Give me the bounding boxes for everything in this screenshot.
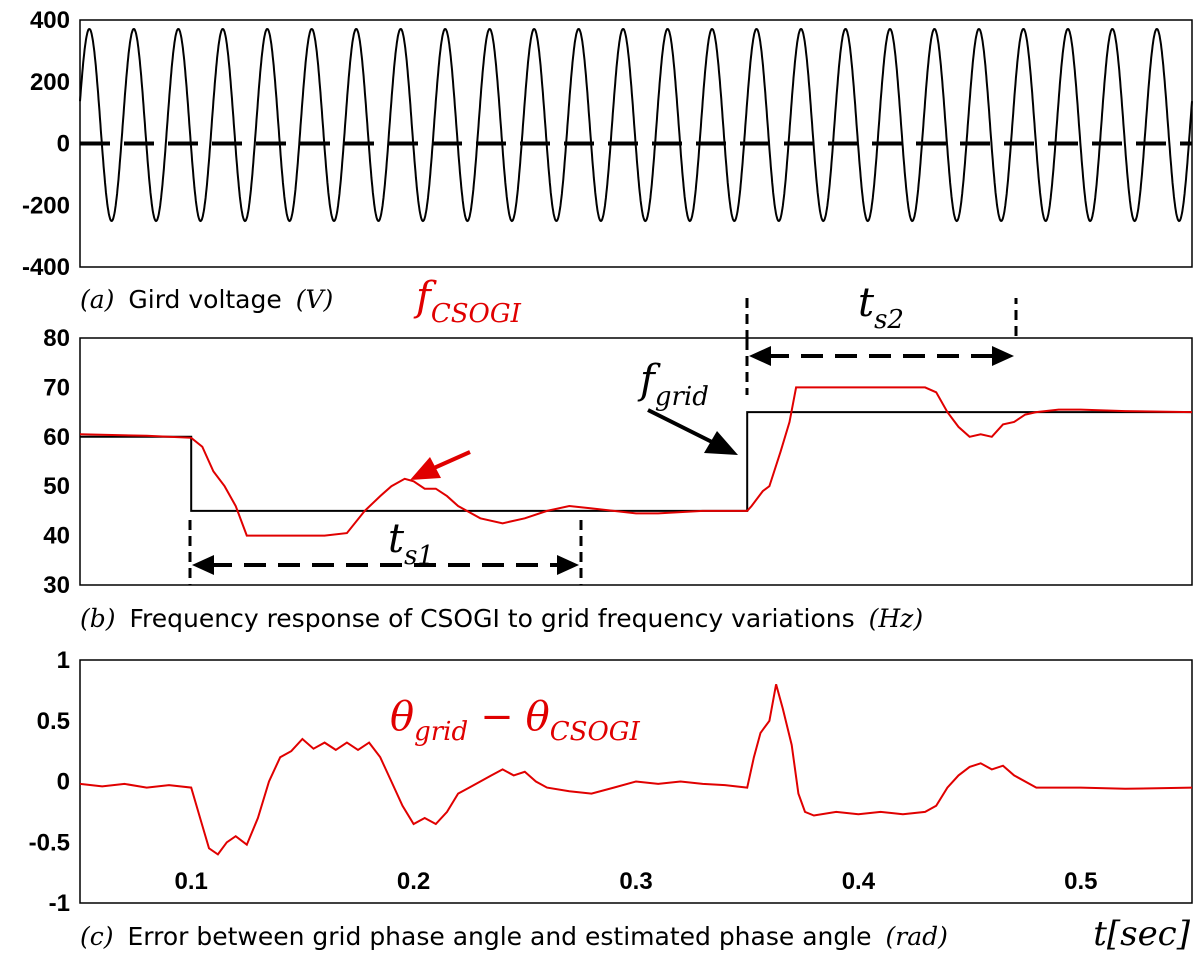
panel-frequency-response: 80 70 60 50 40 30 ts1 ts2 fgrid xyxy=(43,274,1193,633)
caption-c-text: Error between grid phase angle and estim… xyxy=(127,922,871,951)
y-tick-labels-b: 80 70 60 50 40 30 xyxy=(43,325,70,599)
panel-phase-error: 1 0.5 0 -0.5 -1 0.1 0.2 0.3 0.4 0.5 θgrid−θCSOGI… xyxy=(29,647,1193,954)
y-tick-label: 60 xyxy=(43,424,70,451)
caption-a-prefix: (a) xyxy=(80,285,114,314)
y-tick-label: 80 xyxy=(43,325,70,352)
ts1-label: ts1 xyxy=(388,516,434,571)
plot-frame-b xyxy=(79,337,1193,586)
caption-c-unit: (rad) xyxy=(886,922,948,951)
caption-a: (a) Gird voltage (V) xyxy=(80,285,333,314)
panel-grid-voltage: 400 200 0 -200 -400 (a) Gird voltage (V) xyxy=(22,7,1193,314)
plot-frame-c xyxy=(79,659,1193,904)
y-tick-label: 0 xyxy=(57,769,70,796)
y-tick-label: 200 xyxy=(30,69,70,96)
y-tick-label: -1 xyxy=(49,890,70,917)
ts2-label: ts2 xyxy=(858,280,904,335)
caption-b-prefix: (b) xyxy=(80,604,116,633)
x-tick-label: 0.4 xyxy=(842,868,876,895)
y-tick-label: 30 xyxy=(43,572,70,599)
x-axis-label: t[sec] xyxy=(1093,914,1191,954)
x-tick-label: 0.3 xyxy=(619,868,652,895)
caption-a-text: Gird voltage xyxy=(128,285,281,314)
y-tick-label: 0 xyxy=(57,131,70,158)
caption-b-unit: (Hz) xyxy=(869,604,923,633)
fcsogi-label: fCSOGI xyxy=(413,274,522,329)
y-tick-label: -400 xyxy=(22,254,70,281)
theta-difference-label: θgrid−θCSOGI xyxy=(390,694,641,747)
ts1-marker: ts1 xyxy=(188,516,583,585)
caption-a-unit: (V) xyxy=(296,285,334,314)
y-tick-labels-a: 400 200 0 -200 -400 xyxy=(22,7,70,281)
csogi-frequency-line xyxy=(79,386,1193,537)
fgrid-label: fgrid xyxy=(637,357,709,412)
x-tick-label: 0.1 xyxy=(175,868,208,895)
caption-c-prefix: (c) xyxy=(80,922,114,951)
y-tick-label: -200 xyxy=(22,192,70,219)
y-tick-label: 50 xyxy=(43,473,70,500)
caption-b-text: Frequency response of CSOGI to grid freq… xyxy=(129,604,854,633)
phase-error-line xyxy=(79,684,1193,856)
caption-c: (c) Error between grid phase angle and e… xyxy=(80,922,948,951)
y-tick-label: 0.5 xyxy=(37,708,70,735)
y-tick-labels-c: 1 0.5 0 -0.5 -1 xyxy=(29,647,70,917)
fcsogi-annotation: fCSOGI xyxy=(410,274,522,480)
grid-frequency-line xyxy=(80,411,1192,512)
x-tick-labels-c: 0.1 0.2 0.3 0.4 0.5 xyxy=(175,868,1098,895)
x-tick-label: 0.2 xyxy=(397,868,430,895)
y-tick-label: 1 xyxy=(57,647,70,674)
y-tick-label: 70 xyxy=(43,374,70,401)
caption-b: (b) Frequency response of CSOGI to grid … xyxy=(80,604,923,633)
ts2-marker: ts2 xyxy=(745,280,1018,395)
x-tick-label: 0.5 xyxy=(1064,868,1097,895)
voltage-waveform xyxy=(79,27,1193,223)
y-tick-label: 40 xyxy=(43,523,70,550)
y-tick-label: -0.5 xyxy=(29,829,70,856)
y-tick-label: 400 xyxy=(30,7,70,34)
fgrid-annotation: fgrid xyxy=(637,357,738,455)
